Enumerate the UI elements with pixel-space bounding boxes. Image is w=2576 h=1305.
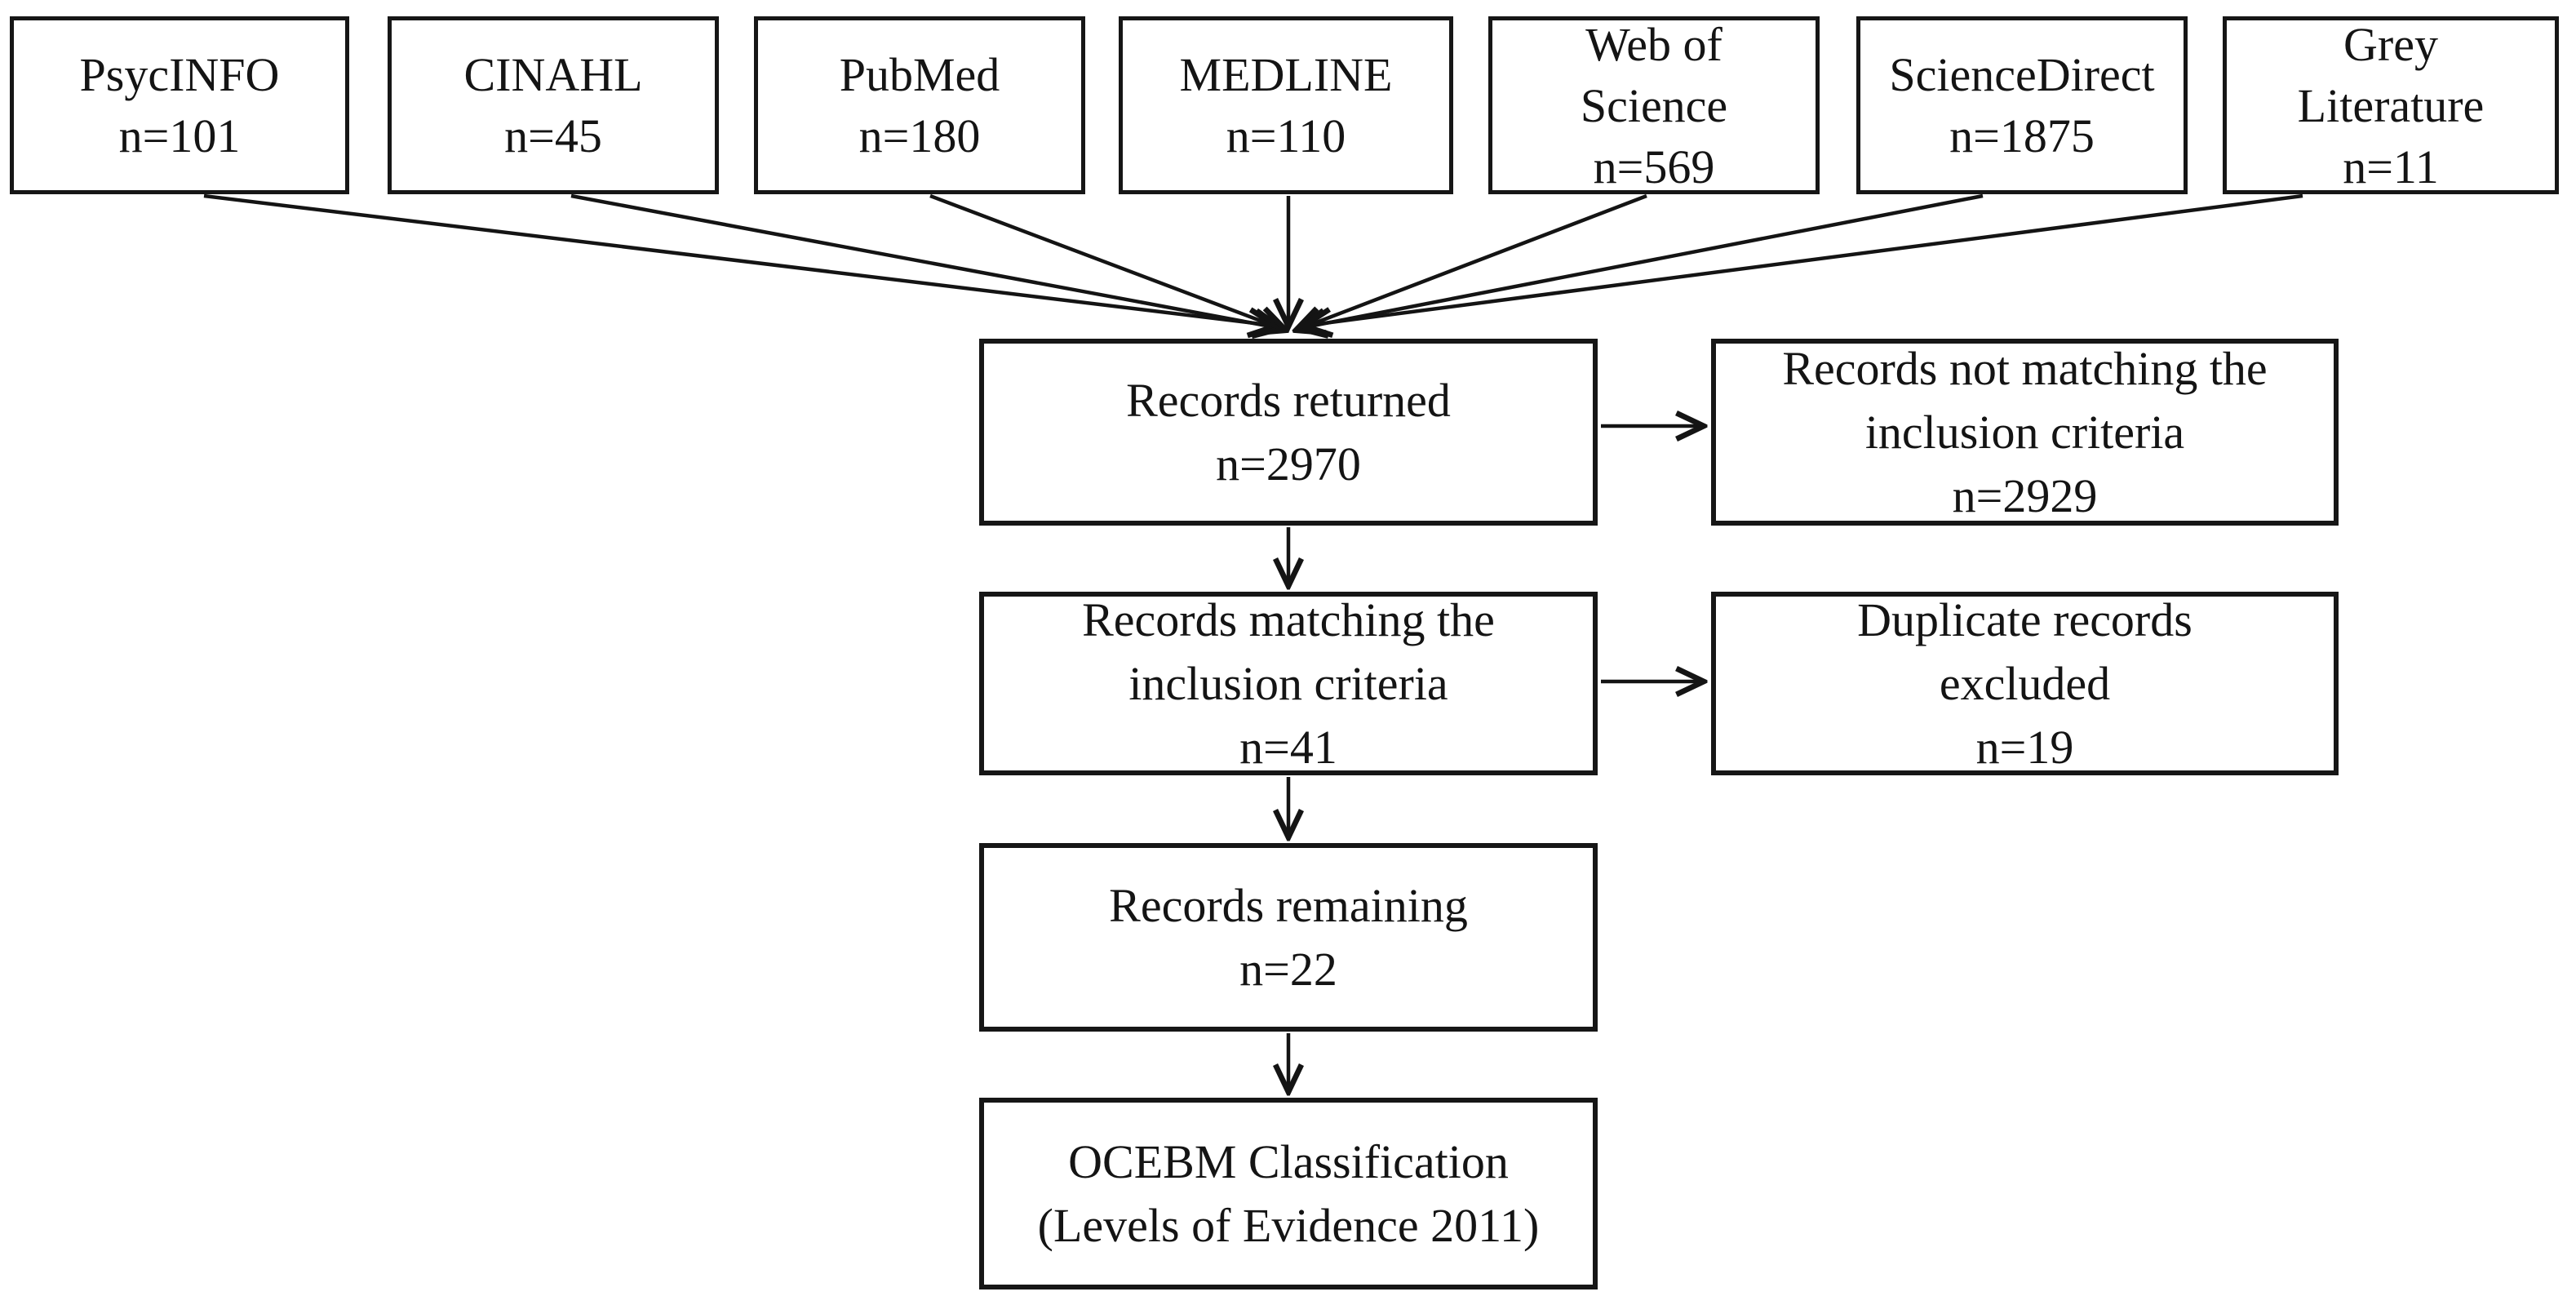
exclusion-box-not-matching: Records not matching the inclusion crite… — [1711, 339, 2339, 526]
arrow-cinahl-to-returned — [570, 193, 1279, 328]
box-text-line: Records not matching the — [1782, 341, 2268, 395]
source-name-2: Literature — [2297, 78, 2485, 132]
source-name: MEDLINE — [1179, 48, 1393, 101]
box-count: n=41 — [1239, 720, 1337, 774]
box-text-line: Records returned — [1126, 373, 1451, 427]
box-text-line: inclusion criteria — [1128, 656, 1448, 710]
source-box-web-of-science: Web of Science n=569 — [1488, 16, 1820, 194]
box-count: n=19 — [1975, 720, 2074, 774]
source-name: PsycINFO — [79, 48, 280, 101]
source-name: CINAHL — [463, 48, 643, 101]
source-name: Grey — [2343, 17, 2438, 71]
arrow-greyliterature-to-returned — [1306, 193, 2303, 326]
flow-box-ocebm-classification: OCEBM Classification (Levels of Evidence… — [979, 1098, 1598, 1289]
box-text-line: Records matching the — [1082, 593, 1495, 646]
box-text-line: (Levels of Evidence 2011) — [1037, 1198, 1540, 1252]
source-name: Web of — [1585, 17, 1723, 71]
source-count: n=1875 — [1949, 109, 2095, 162]
flow-box-records-remaining: Records remaining n=22 — [979, 843, 1598, 1032]
box-count: n=2970 — [1216, 437, 1361, 490]
arrow-pubmed-to-returned — [929, 193, 1284, 330]
flow-box-records-matching: Records matching the inclusion criteria … — [979, 592, 1598, 775]
source-box-cinahl: CINAHL n=45 — [388, 16, 719, 194]
source-count: n=45 — [504, 109, 602, 162]
exclusion-box-duplicates: Duplicate records excluded n=19 — [1711, 592, 2339, 775]
flow-box-records-returned: Records returned n=2970 — [979, 339, 1598, 526]
source-count: n=101 — [118, 109, 241, 162]
source-name: ScienceDirect — [1889, 48, 2155, 101]
box-text-line: Records remaining — [1109, 878, 1468, 932]
arrow-sciencedirect-to-returned — [1301, 193, 1984, 328]
source-count: n=110 — [1226, 109, 1346, 162]
source-box-medline: MEDLINE n=110 — [1119, 16, 1453, 194]
box-text-line: excluded — [1939, 656, 2111, 710]
box-text-line: inclusion criteria — [1864, 405, 2185, 459]
source-name-2: Science — [1580, 78, 1728, 132]
source-box-pubmed: PubMed n=180 — [754, 16, 1085, 194]
arrow-psycinfo-to-returned — [203, 193, 1275, 326]
source-count: n=11 — [2343, 140, 2439, 193]
box-count: n=2929 — [1952, 468, 2098, 522]
source-box-psycinfo: PsycINFO n=101 — [10, 16, 349, 194]
box-count: n=22 — [1239, 942, 1337, 996]
source-count: n=180 — [858, 109, 981, 162]
source-name: PubMed — [839, 48, 1000, 101]
box-text-line: Duplicate records — [1857, 593, 2192, 646]
box-text-line: OCEBM Classification — [1068, 1134, 1509, 1188]
source-box-grey-literature: Grey Literature n=11 — [2223, 16, 2559, 194]
arrow-webofscience-to-returned — [1297, 193, 1647, 330]
source-count: n=569 — [1593, 140, 1715, 193]
source-box-sciencedirect: ScienceDirect n=1875 — [1856, 16, 2188, 194]
